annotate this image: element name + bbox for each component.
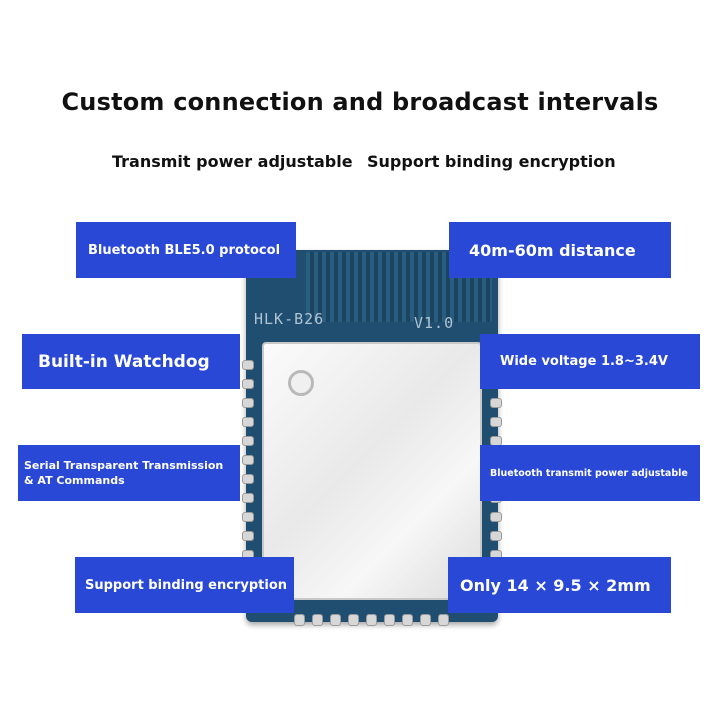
feature-size: Only 14 × 9.5 × 2mm (448, 557, 671, 613)
solder-pad (490, 512, 502, 522)
feature-serial-line1: Serial Transparent Transmission (24, 458, 224, 472)
solder-pad (348, 614, 359, 626)
module-version-marking: V1.0 (414, 314, 455, 332)
feature-voltage: Wide voltage 1.8~3.4V (480, 334, 700, 389)
shield-hole (288, 370, 314, 396)
solder-pad (384, 614, 395, 626)
solder-pad (294, 614, 305, 626)
feature-distance-text: 40m-60m distance (469, 240, 636, 260)
feature-binding-encryption: Support binding encryption (75, 557, 294, 613)
solder-pad (242, 360, 254, 370)
feature-binding-encryption-text: Support binding encryption (85, 577, 288, 593)
feature-ble-protocol: Bluetooth BLE5.0 protocol (76, 222, 296, 278)
solder-pad (242, 531, 254, 541)
feature-serial-transmission: Serial Transparent Transmission & AT Com… (18, 445, 240, 501)
solder-pad (420, 614, 431, 626)
module-model-marking: HLK-B26 (254, 310, 325, 328)
solder-pad (490, 417, 502, 427)
solder-pad (330, 614, 341, 626)
feature-watchdog: Built-in Watchdog (22, 334, 240, 389)
solder-pad (312, 614, 323, 626)
feature-transmit-power: Bluetooth transmit power adjustable (480, 445, 700, 501)
solder-pad (242, 436, 254, 446)
feature-voltage-text: Wide voltage 1.8~3.4V (500, 354, 668, 369)
subtitle-binding-encryption: Support binding encryption (367, 152, 616, 171)
solder-pad (242, 417, 254, 427)
solder-pad (242, 455, 254, 465)
solder-pad (242, 512, 254, 522)
solder-pad (438, 614, 449, 626)
feature-serial-line2: & AT Commands (24, 474, 125, 487)
solder-pad (402, 614, 413, 626)
feature-watchdog-text: Built-in Watchdog (38, 351, 210, 372)
feature-transmit-power-text: Bluetooth transmit power adjustable (490, 467, 688, 479)
feature-distance: 40m-60m distance (449, 222, 671, 278)
solder-pad (242, 398, 254, 408)
solder-pad (366, 614, 377, 626)
subtitle-transmit-power: Transmit power adjustable (112, 152, 353, 171)
solder-pad (242, 474, 254, 484)
metal-shield-can (262, 342, 482, 600)
feature-size-text: Only 14 × 9.5 × 2mm (460, 575, 651, 595)
solder-pad (242, 493, 254, 503)
solder-pad (490, 531, 502, 541)
page-title: Custom connection and broadcast interval… (61, 88, 659, 116)
feature-ble-protocol-text: Bluetooth BLE5.0 protocol (88, 242, 281, 258)
solder-pad (490, 398, 502, 408)
solder-pad (242, 379, 254, 389)
